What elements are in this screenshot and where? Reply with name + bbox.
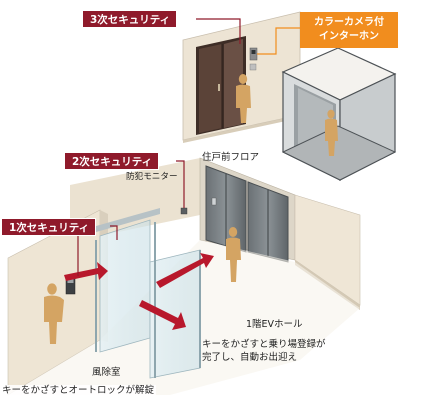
ev-caption-line2: 完了し、自動お出迎え (202, 352, 298, 363)
route-arrows (64, 253, 214, 330)
badge-security3: 3次セキュリティ (82, 10, 178, 28)
person-upper (236, 74, 251, 123)
badge-security2: 2次セキュリティ (64, 152, 160, 170)
intercom-line1: カラーカメラ付 (314, 17, 384, 28)
label-ev-hall: 1階EVホール (246, 319, 303, 330)
intercom-line2: インターホン (319, 31, 379, 42)
connector-lines (77, 18, 241, 276)
elevator-cabin (281, 47, 397, 181)
label-ev-caption: キーをかざすと乗り場登録が 完了し、自動お出迎え (202, 338, 326, 364)
ev-caption-line1: キーをかざすと乗り場登録が (202, 339, 326, 350)
label-vestibule-caption: キーをかざすとオートロックが解錠 (0, 385, 157, 397)
badge-security1: 1次セキュリティ (1, 218, 97, 236)
security-monitor (180, 207, 188, 215)
badge-intercom: カラーカメラ付 インターホン (300, 12, 398, 48)
label-monitor: 防犯モニター (126, 172, 178, 182)
label-vestibule: 風除室 (92, 367, 121, 378)
lobby-scene (7, 157, 361, 396)
person-elevator (325, 109, 338, 156)
person-entrance (44, 283, 64, 344)
label-floor: 住戸前フロア (202, 152, 260, 163)
residence-door-scene (182, 11, 301, 143)
glass-door-left (99, 219, 151, 353)
person-ev-hall (226, 227, 241, 282)
residence-door (199, 44, 222, 133)
